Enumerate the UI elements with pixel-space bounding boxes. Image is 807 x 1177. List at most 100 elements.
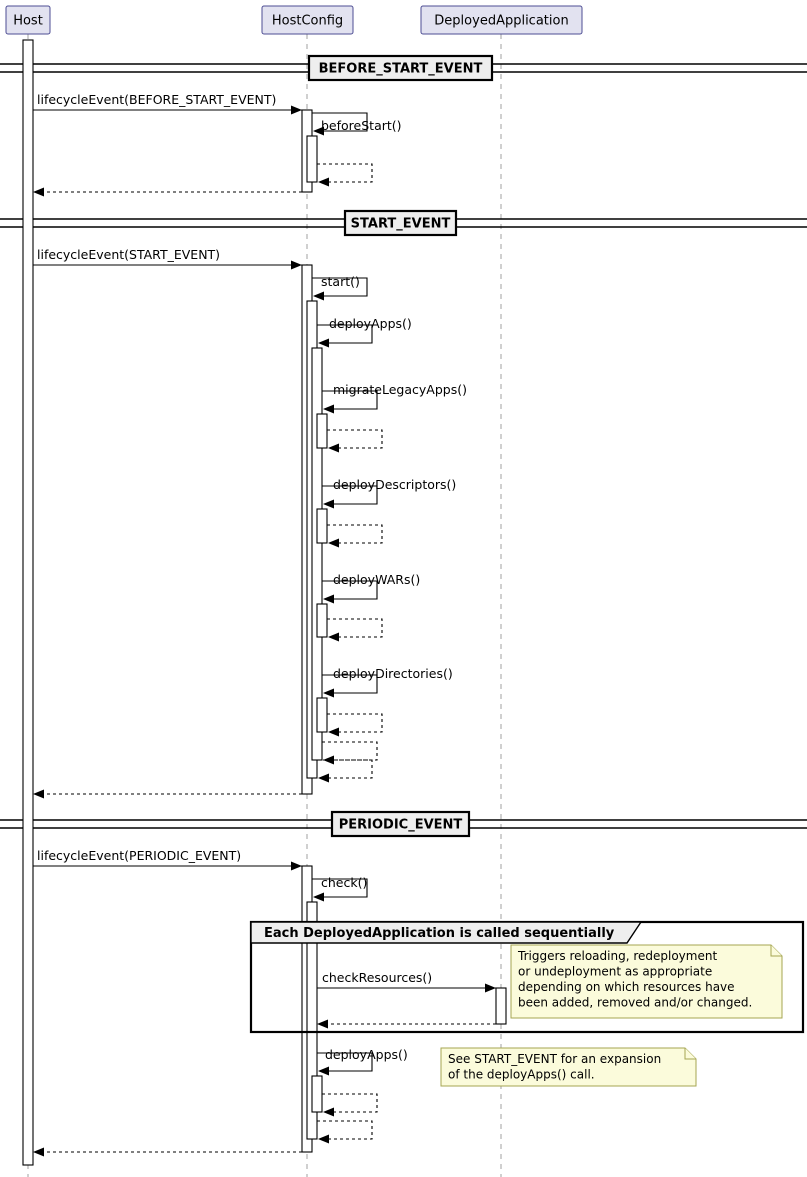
message-m17 (317, 759, 373, 783)
arrow-head (291, 861, 302, 871)
message-label: lifecycleEvent(START_EVENT) (37, 247, 220, 262)
note-fold (684, 1048, 696, 1060)
message-label: checkResources() (322, 970, 432, 985)
message-m23: deployApps() (317, 1047, 408, 1076)
self-message-path (312, 878, 368, 898)
message-label: start() (321, 274, 360, 289)
arrow-head (313, 291, 324, 301)
message-label: lifecycleEvent(PERIODIC_EVENT) (37, 848, 241, 863)
self-message-path (322, 580, 378, 600)
message-m10: deployDescriptors() (322, 477, 456, 509)
arrow-head (328, 632, 339, 642)
activation-bar-deployedapp-act-1 (495, 987, 507, 1025)
participant-label: HostConfig (272, 14, 343, 29)
message-m7: deployApps() (317, 316, 412, 348)
message-label: deployDirectories() (333, 666, 453, 681)
note-line: of the deployApps() call. (448, 1068, 595, 1082)
participant-box[interactable] (261, 5, 354, 35)
message-label: deployApps() (329, 316, 412, 331)
activation-bars-layer (22, 39, 507, 1166)
self-message-path (312, 112, 368, 132)
note-checkresources-note: Triggers reloading, redeployment or undep… (510, 944, 783, 1019)
note-line: been added, removed and/or changed. (518, 996, 752, 1010)
message-m12: deployWARs() (322, 572, 420, 604)
note-fold (770, 945, 782, 957)
message-m9 (327, 429, 383, 453)
arrow-head (33, 1147, 44, 1157)
activation-bar-host-activation (22, 39, 34, 1166)
activation-bar-hostconfig-act-2-s3b (316, 508, 328, 544)
divider-start-event: START_EVENT (0, 209, 807, 237)
arrow-head (313, 892, 324, 902)
note-line: or undeployment as appropriate (518, 965, 712, 979)
note-deployapps-note: See START_EVENT for an expansion of the d… (440, 1047, 697, 1087)
self-message-path (322, 674, 378, 694)
message-m11 (327, 524, 383, 548)
divider-label: PERIODIC_EVENT (339, 818, 463, 833)
arrow-head (318, 1066, 329, 1076)
note-line: See START_EVENT for an expansion (448, 1052, 661, 1066)
message-m24 (322, 1093, 378, 1117)
group-label: Each DeployedApplication is called seque… (264, 926, 615, 941)
divider-box (343, 209, 458, 237)
message-label: migrateLegacyApps() (333, 382, 467, 397)
divider-before-start-event: BEFORE_START_EVENT (0, 54, 807, 82)
message-m16 (322, 741, 378, 765)
arrow-head (323, 594, 334, 604)
arrow-head (328, 443, 339, 453)
activation-bar-hostconfig-act-3-s2 (311, 1075, 323, 1113)
message-m2: beforeStart() (312, 112, 402, 136)
arrow-head (323, 688, 334, 698)
message-m20: check() (312, 875, 368, 902)
arrow-head (317, 1019, 328, 1029)
activation-bar-hostconfig-act-3-s1 (306, 901, 318, 1140)
message-label: check() (321, 875, 367, 890)
divider-box (330, 810, 471, 838)
arrow-head (318, 1134, 329, 1144)
divider-label: START_EVENT (351, 217, 451, 232)
arrow-head (328, 727, 339, 737)
self-message-path (317, 1052, 373, 1072)
participant-box[interactable] (420, 5, 583, 35)
message-m19: lifecycleEvent(PERIODIC_EVENT) (33, 848, 302, 871)
arrow-head (485, 983, 496, 993)
group-frames-layer: Each DeployedApplication is called seque… (249, 920, 805, 1034)
message-m5: lifecycleEvent(START_EVENT) (33, 247, 302, 270)
message-label: beforeStart() (321, 118, 402, 133)
message-m18 (33, 789, 302, 799)
group-each-deployedapplication-group: Each DeployedApplication is called seque… (249, 920, 805, 1034)
message-m8: migrateLegacyApps() (322, 382, 467, 414)
self-message-path (317, 324, 373, 344)
arrow-head (323, 755, 334, 765)
self-message-path (322, 485, 378, 505)
arrow-head (33, 789, 44, 799)
self-message-path (312, 277, 368, 297)
message-m26 (33, 1147, 302, 1157)
participant-hostconfig[interactable]: HostConfig (261, 5, 354, 35)
activation-bar-hostconfig-act-1-self (306, 135, 318, 183)
lifelines-layer (27, 34, 502, 1177)
arrow-head (323, 499, 334, 509)
note-line: Triggers reloading, redeployment (517, 949, 717, 963)
group-tab (250, 921, 643, 944)
notes-layer: Triggers reloading, redeployment or undep… (440, 944, 783, 1087)
message-m14: deployDirectories() (322, 666, 453, 698)
participant-box[interactable] (5, 5, 51, 35)
self-message-path (322, 390, 378, 410)
activation-bar-hostconfig-act-2-s3a (316, 413, 328, 449)
messages-layer: lifecycleEvent(BEFORE_START_EVENT)before… (33, 92, 496, 1157)
arrow-head (291, 260, 302, 270)
message-m13 (327, 618, 383, 642)
message-label: deployApps() (325, 1047, 408, 1062)
participant-host[interactable]: Host (5, 5, 51, 35)
arrow-head (318, 177, 329, 187)
message-m15 (327, 713, 383, 737)
message-m3 (317, 163, 373, 187)
participant-deployedapplication[interactable]: DeployedApplication (420, 5, 583, 35)
participants-layer: Host HostConfig DeployedApplication (5, 5, 583, 35)
arrow-head (313, 126, 324, 136)
arrow-head (33, 187, 44, 197)
arrow-head (328, 538, 339, 548)
arrow-head (318, 338, 329, 348)
